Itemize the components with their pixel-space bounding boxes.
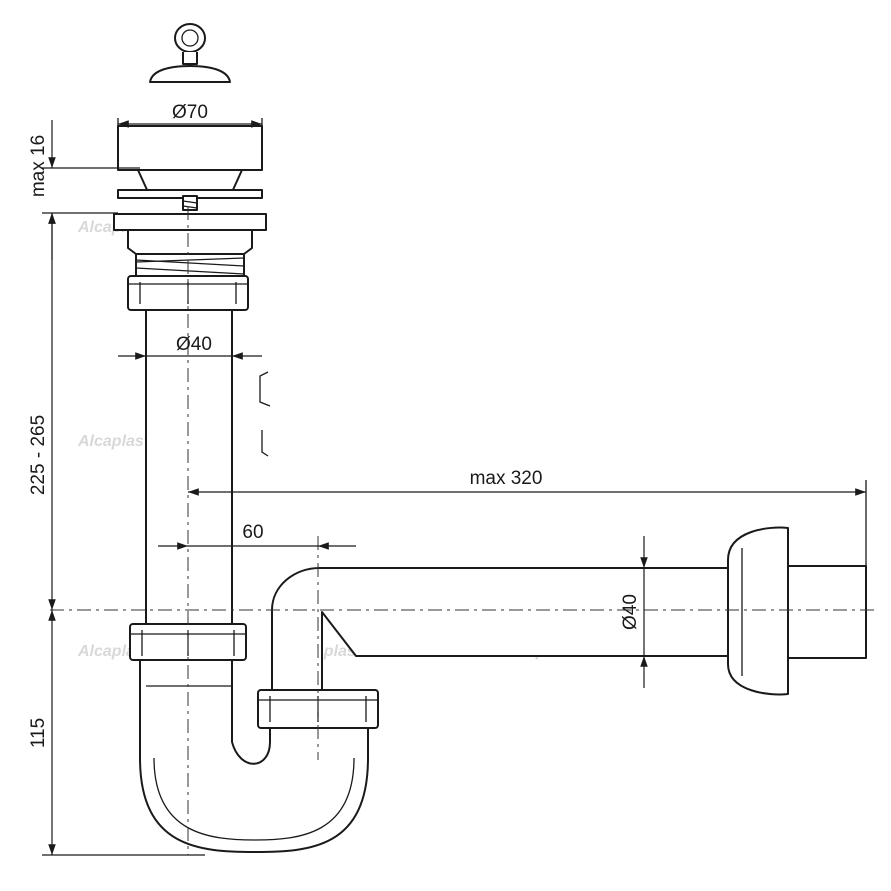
dimension-lines xyxy=(42,118,867,856)
plug-with-ring xyxy=(149,23,231,83)
trap-riser-elbow xyxy=(271,567,729,693)
tube-diameter-label: Ø40 xyxy=(176,334,212,355)
drop-height-label: 225 - 265 xyxy=(28,415,49,495)
vertical-tube xyxy=(145,309,233,627)
wall-rosette xyxy=(727,526,867,696)
dimension-labels: Ø70 Ø40 max 16 225 - 265 115 max 320 60 … xyxy=(28,102,641,748)
flange-thickness-label: max 16 xyxy=(28,135,49,197)
reach-label: max 320 xyxy=(470,468,543,489)
strainer xyxy=(117,125,263,211)
trap-offset-label: 60 xyxy=(242,522,263,543)
overflow-stub xyxy=(259,371,271,457)
trap-height-label: 115 xyxy=(28,718,49,748)
outlet-diameter-label: Ø40 xyxy=(620,594,641,630)
flange-and-thread xyxy=(113,213,267,281)
u-trap xyxy=(139,659,369,853)
center-lines xyxy=(50,206,875,855)
strainer-diameter-label: Ø70 xyxy=(172,102,208,123)
watermark-2: Alcaplast xyxy=(77,433,150,450)
